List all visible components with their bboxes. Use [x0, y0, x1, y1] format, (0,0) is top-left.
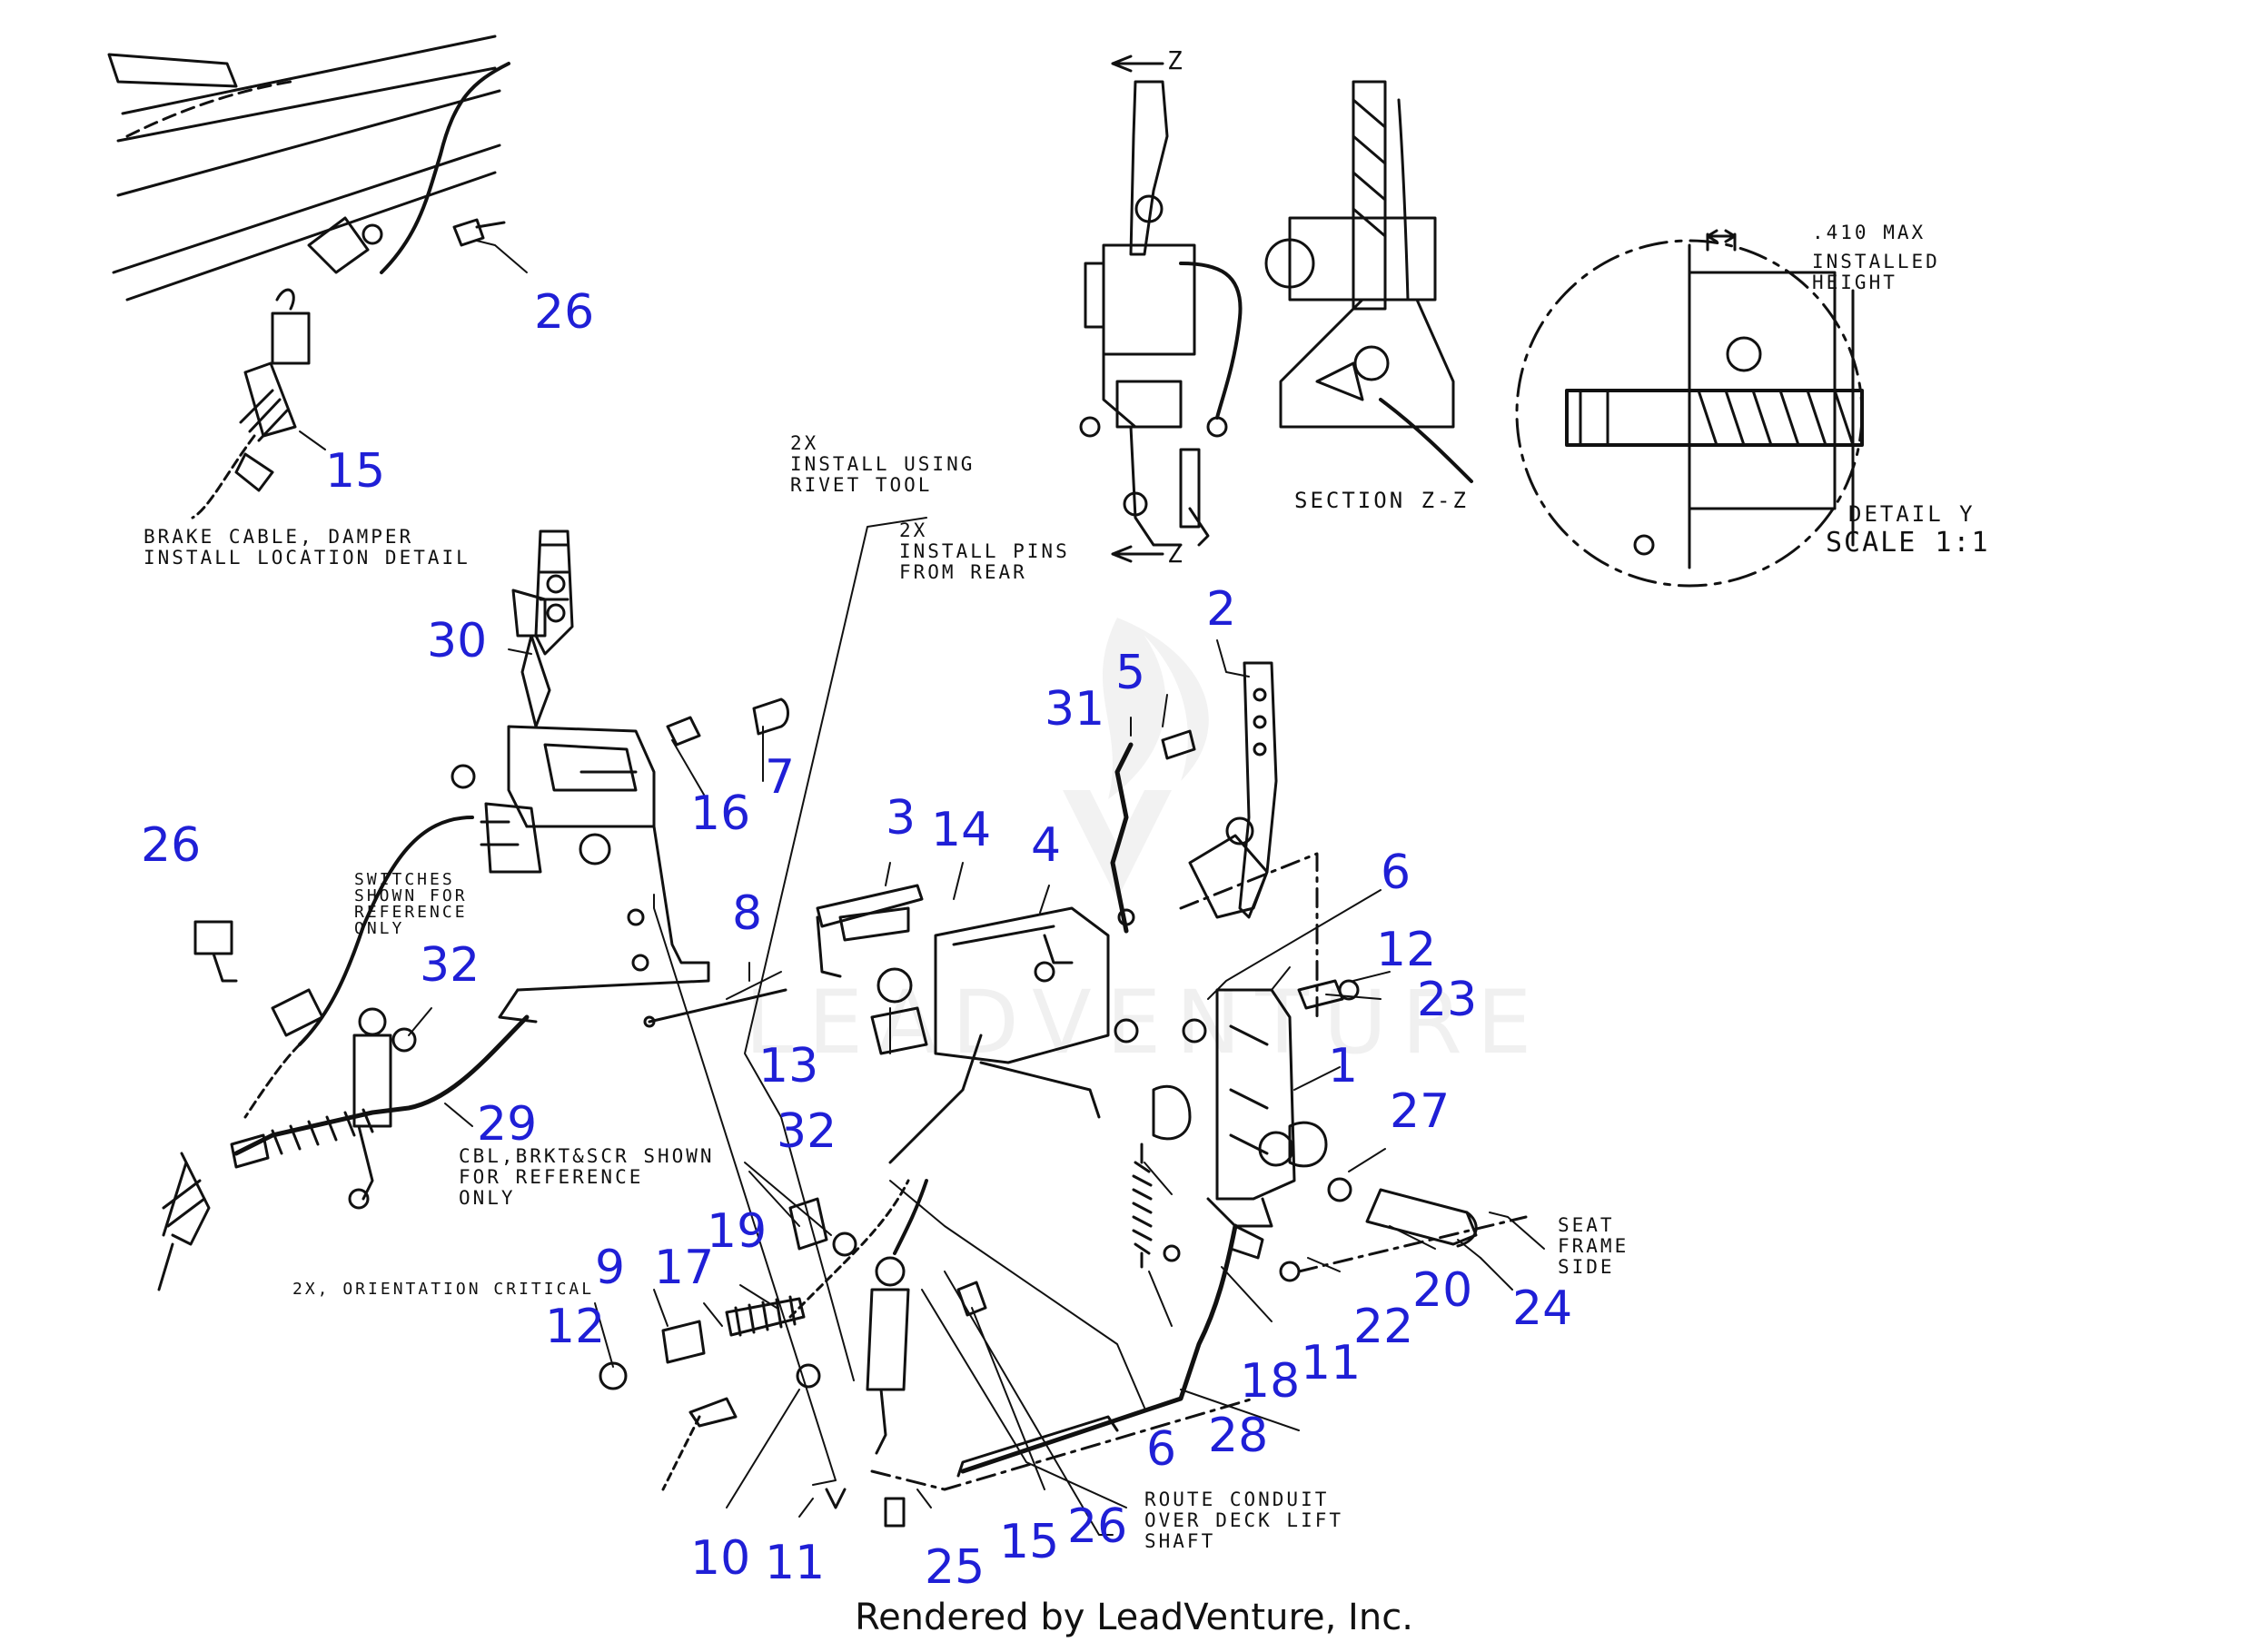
section-z-z-view: [1264, 80, 1473, 483]
callout-12: 12: [1376, 923, 1437, 977]
callout-2: 2: [1206, 582, 1237, 637]
detail-y-view: [1515, 229, 1864, 588]
note-max: .410 MAX: [1812, 222, 1926, 243]
note-switches: SWITCHES SHOWN FOR REFERENCE ONLY: [354, 870, 468, 938]
callout-4: 4: [1031, 818, 1062, 873]
note-route-conduit: ROUTE CONDUIT OVER DECK LIFT SHAFT: [1144, 1489, 1344, 1552]
note-cbl-brkt: CBL,BRKT&SCR SHOWN FOR REFERENCE ONLY: [459, 1145, 715, 1209]
watermark-text: LEADVENTURE: [745, 972, 1547, 1073]
callout-23: 23: [1417, 973, 1478, 1027]
brake-cable-detail: [107, 35, 510, 519]
callout-6: 6: [1146, 1422, 1177, 1477]
footer-credit: Rendered by LeadVenture, Inc.: [855, 1597, 1413, 1638]
callout-1: 1: [1328, 1039, 1359, 1093]
callout-11: 11: [1301, 1336, 1362, 1390]
leader-lines: [299, 240, 1545, 1536]
callout-26: 26: [141, 818, 202, 873]
section-marker-bottom: Z: [1167, 539, 1185, 569]
pedal-bracket-assembly: [157, 529, 710, 1291]
callout-20: 20: [1412, 1263, 1473, 1318]
note-rivet-tool: 2X INSTALL USING RIVET TOOL: [790, 432, 976, 496]
callout-25: 25: [925, 1540, 985, 1595]
callout-7: 7: [765, 750, 796, 805]
callout-9: 9: [595, 1241, 626, 1295]
callout-15: 15: [999, 1515, 1060, 1569]
callout-19: 19: [707, 1204, 768, 1259]
section-marker-top: Z: [1167, 45, 1185, 75]
callout-15: 15: [325, 444, 386, 499]
callout-29: 29: [477, 1097, 538, 1152]
callout-10: 10: [690, 1531, 751, 1586]
control-brackets: [816, 661, 1296, 1228]
note-orientation: 2X, ORIENTATION CRITICAL: [292, 1280, 595, 1299]
callout-26: 26: [1067, 1499, 1128, 1554]
callout-6: 6: [1381, 846, 1411, 900]
callout-5: 5: [1115, 646, 1146, 700]
callout-32: 32: [777, 1104, 837, 1159]
callout-13: 13: [758, 1039, 819, 1093]
note-install-pins: 2X INSTALL PINS FROM REAR: [899, 519, 1070, 583]
callout-26: 26: [534, 285, 595, 340]
callout-24: 24: [1512, 1281, 1573, 1336]
pins-rivets: [643, 697, 789, 1028]
callout-14: 14: [931, 803, 992, 857]
side-view: [1079, 54, 1243, 563]
note-installed-height: INSTALLED HEIGHT: [1812, 251, 1940, 293]
callout-3: 3: [886, 791, 916, 846]
callout-22: 22: [1353, 1300, 1414, 1354]
callout-17: 17: [654, 1241, 715, 1295]
note-seat-frame: SEAT FRAME SIDE: [1558, 1214, 1629, 1278]
detail-y-scale: SCALE 1:1: [1826, 527, 1990, 559]
callout-28: 28: [1208, 1409, 1269, 1463]
callout-30: 30: [427, 614, 488, 668]
callout-12: 12: [545, 1300, 606, 1354]
detail-y-label: DETAIL Y: [1848, 501, 1976, 527]
callout-27: 27: [1390, 1084, 1451, 1139]
callout-16: 16: [690, 786, 751, 841]
section-z-z-label: SECTION Z-Z: [1294, 488, 1469, 513]
callout-8: 8: [732, 886, 763, 941]
note-brake-cable: BRAKE CABLE, DAMPER INSTALL LOCATION DET…: [144, 526, 470, 569]
callout-18: 18: [1240, 1354, 1301, 1409]
callout-32: 32: [420, 938, 480, 993]
callout-11: 11: [765, 1536, 826, 1590]
callout-31: 31: [1045, 682, 1105, 737]
